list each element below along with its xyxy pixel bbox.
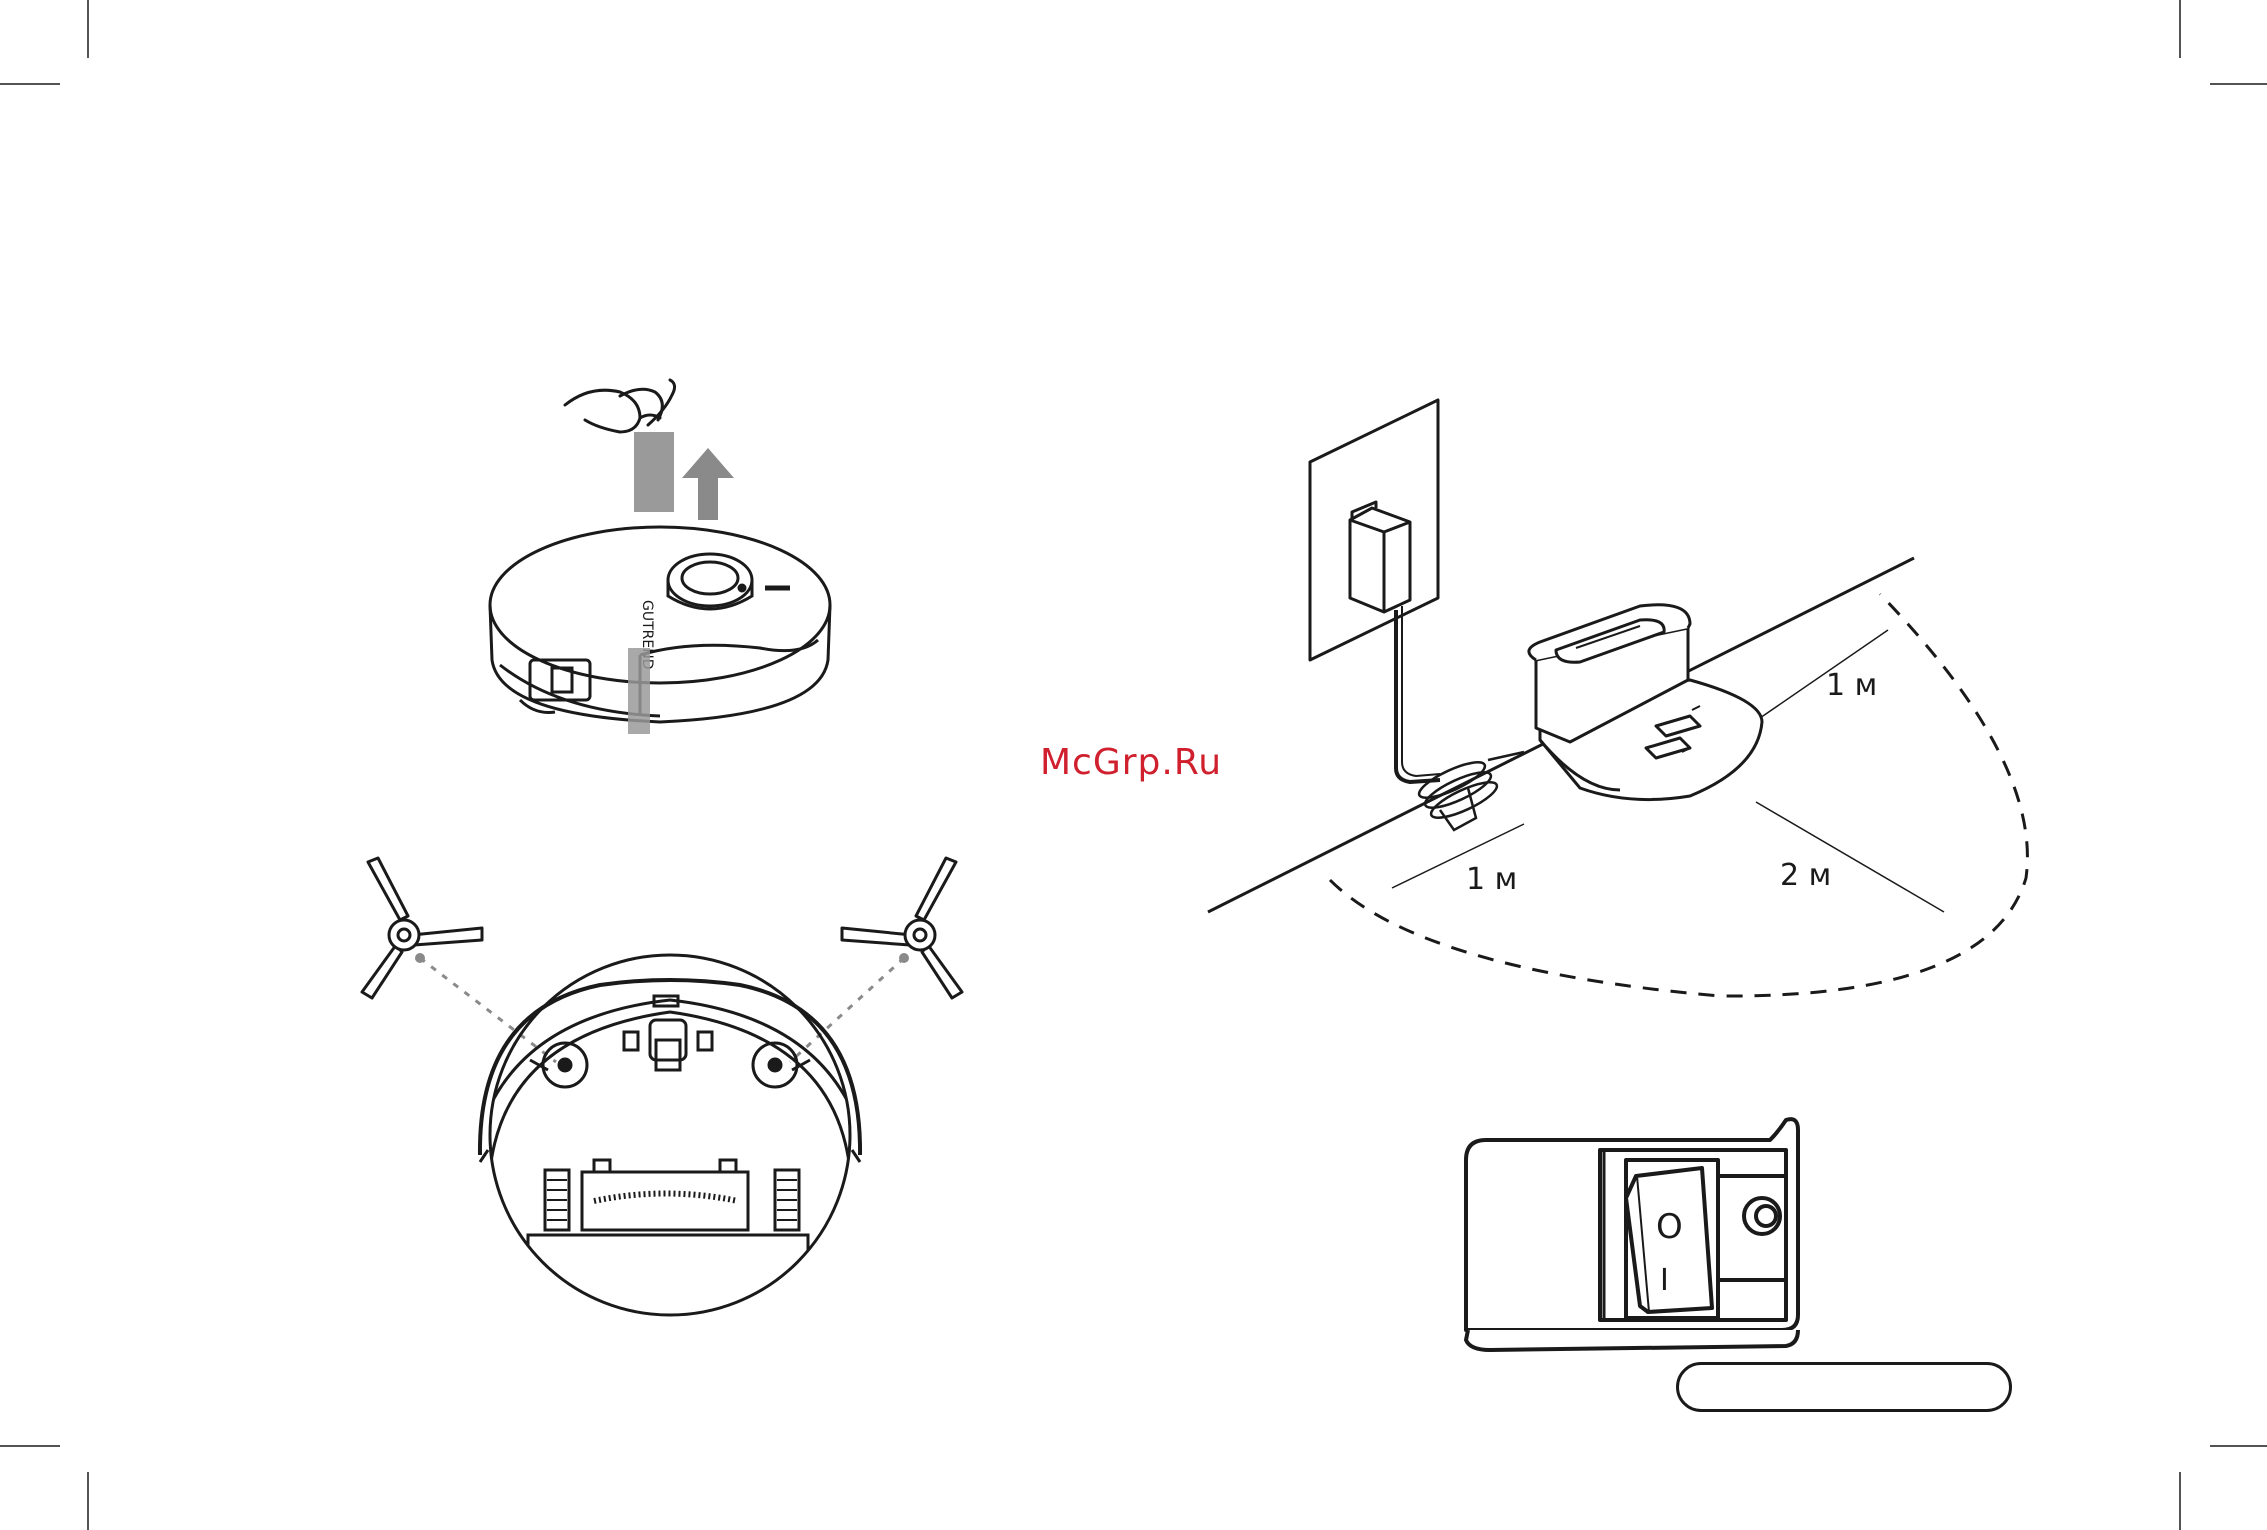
side-brush-icon: [362, 858, 482, 998]
charging-dock-icon: [1529, 605, 1762, 800]
power-switch-icon: [1466, 1119, 1798, 1350]
distance-right-label: 1 м: [1826, 668, 1877, 703]
robot-vacuum-bottom-icon: [470, 955, 870, 1315]
robot-vacuum-top-icon: [490, 527, 830, 722]
distance-front-label: 2 м: [1780, 858, 1831, 893]
side-brush-icon: [842, 858, 962, 998]
watermark-text: McGrp.Ru: [1040, 742, 1222, 783]
install-guide-lines: [420, 958, 904, 1062]
tape-side: [628, 648, 650, 734]
coiled-cable: [1415, 752, 1524, 830]
switch-on-symbol: I: [1660, 1263, 1669, 1298]
caption-box: [1676, 1362, 2012, 1412]
arrow-up-icon: [682, 448, 734, 520]
distance-left-label: 1 м: [1466, 862, 1517, 897]
protective-tape: [634, 432, 674, 512]
switch-off-symbol: O: [1656, 1207, 1683, 1247]
power-adapter-icon: [1310, 400, 1440, 782]
hand-pulling-tape-icon: [565, 380, 675, 432]
